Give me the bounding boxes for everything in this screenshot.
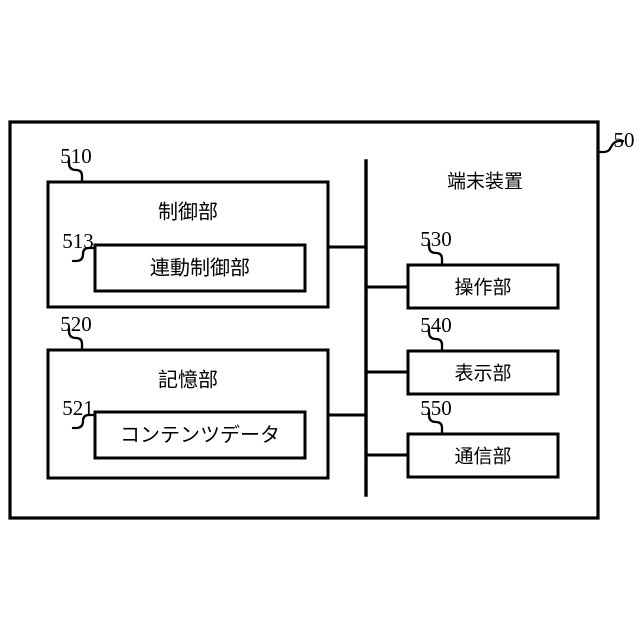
- interlock-control-unit-fill: [95, 245, 305, 291]
- display-unit-label: 表示部: [454, 363, 511, 385]
- content-data-box[interactable]: [93, 410, 307, 460]
- operation-unit-box[interactable]: [406, 263, 560, 310]
- interlock-control-unit-label: 連動制御部: [150, 256, 250, 280]
- leader-513: [71, 246, 97, 263]
- ref-50: 50: [614, 128, 635, 152]
- operation-unit-label: 操作部: [454, 277, 511, 299]
- ref-513: 513: [62, 229, 94, 253]
- content-data-label: コンテンツデータ: [120, 423, 280, 447]
- ref-521: 521: [62, 396, 94, 420]
- leader-540: [427, 327, 444, 353]
- leader-520: [67, 326, 84, 352]
- terminal-device-frame: [8, 120, 600, 520]
- ref-530: 530: [420, 227, 452, 251]
- control-unit-box[interactable]: [46, 180, 330, 309]
- ref-540: 540: [420, 313, 452, 337]
- content-data-fill: [95, 412, 305, 458]
- ref-510: 510: [60, 144, 92, 168]
- leader-521: [71, 413, 97, 430]
- leader-530: [427, 241, 444, 267]
- display-unit-box[interactable]: [406, 349, 560, 396]
- leader-550: [427, 410, 444, 436]
- leader-50: [596, 139, 625, 154]
- control-unit-label: 制御部: [158, 200, 218, 224]
- storage-unit-label: 記憶部: [158, 368, 218, 392]
- operation-unit-fill: [408, 265, 558, 308]
- ref-550: 550: [420, 396, 452, 420]
- ref-520: 520: [60, 312, 92, 336]
- storage-unit-box[interactable]: [46, 348, 330, 480]
- leader-510: [67, 158, 84, 184]
- terminal-device-label: 端末装置: [447, 171, 523, 193]
- communication-unit-fill: [408, 434, 558, 477]
- communication-unit-label: 通信部: [454, 446, 511, 468]
- interlock-control-unit-box[interactable]: [93, 243, 307, 293]
- display-unit-fill: [408, 351, 558, 394]
- communication-unit-box[interactable]: [406, 432, 560, 479]
